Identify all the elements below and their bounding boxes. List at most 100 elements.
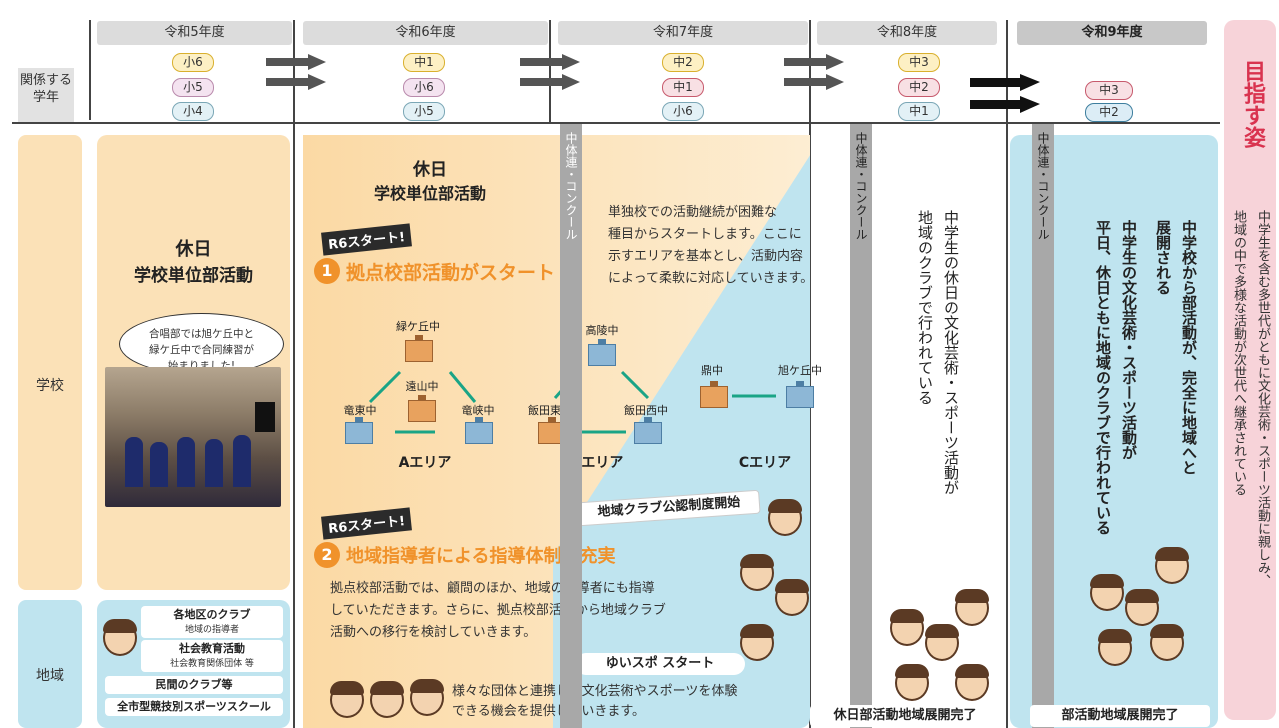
step2-description: 拠点校部活動では、顧問のほか、地域の指導者にも指導 していただきます。さらに、拠… — [330, 581, 666, 640]
person-icon — [1090, 574, 1124, 611]
person-icon — [370, 681, 404, 718]
grade-pill: 中1 — [403, 53, 445, 72]
school-building-icon — [408, 395, 436, 422]
header-row-label: 関係する 学年 — [18, 68, 74, 122]
step2-number: 2 — [314, 542, 340, 568]
grade-pill: 中2 — [662, 53, 704, 72]
side-school-label: 学校 — [36, 378, 64, 394]
chutairen-label: 中体連・コンクール — [564, 132, 578, 240]
person-icon — [955, 589, 989, 626]
school-label: 旭ケ丘中 — [778, 364, 822, 377]
r5-title-line2: 学校単位部活動 — [134, 266, 253, 286]
side-school-panel: 学校 — [18, 135, 82, 590]
person-icon — [775, 579, 809, 616]
person-icon — [740, 554, 774, 591]
r6-title-line1: 休日 — [413, 160, 447, 180]
grade-pill: 中2 — [898, 78, 940, 97]
grade-pill: 中1 — [898, 102, 940, 121]
progress-arrow-icon — [520, 54, 580, 90]
r5-title-line1: 休日 — [175, 239, 212, 260]
chutairen-label: 中体連・コンクール — [854, 132, 868, 240]
step2-title: 地域指導者による指導体制の充実 — [346, 546, 616, 567]
school-label: 竜峡中 — [461, 404, 495, 417]
school-label: 高陵中 — [585, 324, 619, 337]
area-a-label: Aエリア — [398, 455, 452, 471]
person-icon — [103, 619, 137, 656]
grade-pill: 中3 — [1085, 81, 1133, 100]
grade-pill: 小5 — [403, 102, 445, 121]
progress-arrow-icon — [784, 54, 844, 90]
column-divider — [89, 20, 91, 120]
r9-text2: 中学生の文化芸術・スポーツ活動が 平日、休日ともに地域のクラブで行われている — [1094, 220, 1138, 535]
person-icon — [330, 681, 364, 718]
person-icon — [1125, 589, 1159, 626]
column-divider — [809, 20, 811, 728]
column-divider — [293, 20, 295, 728]
region-item-title: 民間のクラブ等 — [105, 676, 283, 694]
school-building-icon — [345, 417, 373, 444]
region-item-title: 全市型競技別スポーツスクール — [105, 698, 283, 716]
area-b-label: Bエリア — [570, 455, 624, 471]
year-r7: 令和7年度 — [558, 21, 808, 45]
grade-pill: 小4 — [172, 102, 214, 121]
person-icon — [895, 664, 929, 701]
year-r6: 令和6年度 — [303, 21, 548, 45]
step1-description: 単独校での活動継続が困難な 種目からスタートします。ここに 示すエリアを基本とし… — [608, 205, 814, 286]
school-building-icon — [588, 339, 616, 366]
grade-pill: 小5 — [172, 78, 214, 97]
grade-pill: 小6 — [403, 78, 445, 97]
r6-title-line2: 学校単位部活動 — [373, 184, 486, 203]
chutairen-bar: 中体連・コンクール — [1032, 124, 1054, 728]
school-building-icon — [405, 335, 433, 362]
school-label: 鼎中 — [701, 364, 723, 377]
grade-pill: 小6 — [662, 102, 704, 121]
progress-arrow-icon — [266, 54, 326, 90]
person-icon — [1150, 624, 1184, 661]
r9-footer: 部活動地域展開完了 — [1030, 705, 1210, 727]
chutairen-bar: 中体連・コンクール — [850, 124, 872, 728]
year-r5: 令和5年度 — [97, 21, 292, 45]
grade-pill: 中2 — [1085, 103, 1133, 122]
year-r8: 令和8年度 — [817, 21, 997, 45]
school-building-icon — [786, 381, 814, 408]
person-icon — [1155, 547, 1189, 584]
speech-bubble: 合唱部では旭ケ丘中と 緑ケ丘中で合同練習が 始まりました! — [119, 313, 284, 375]
school-building-icon — [634, 417, 662, 444]
person-icon — [768, 499, 802, 536]
r8-text: 中学生の休日の文化芸術・スポーツ活動が 地域のクラブで行われている — [916, 210, 960, 495]
grade-pill: 中1 — [662, 78, 704, 97]
yuispo-description: 様々な団体と連携して文化芸術やスポーツを体験 できる機会を提供していきます。 — [452, 684, 738, 719]
year-r9: 令和9年度 — [1017, 21, 1207, 45]
school-label: 飯田西中 — [624, 404, 668, 417]
person-icon — [740, 624, 774, 661]
region-item-title: 各地区のクラブ — [141, 606, 283, 638]
grade-pill: 中3 — [898, 53, 940, 72]
r5-school-panel: 休日 学校単位部活動 合唱部では旭ケ丘中と 緑ケ丘中で合同練習が 始まりました! — [97, 135, 290, 590]
person-icon — [410, 679, 444, 716]
person-icon — [890, 609, 924, 646]
choir-photo — [105, 367, 281, 507]
grade-pill: 小6 — [172, 53, 214, 72]
goal-text: 中学生を含む多世代がともに文化芸術・スポーツ活動に親しみ、 地域の中で多様な活動… — [1231, 210, 1270, 587]
school-building-icon — [700, 381, 728, 408]
side-region-panel: 地域 — [18, 600, 82, 728]
school-label: 遠山中 — [405, 380, 439, 393]
column-divider — [1006, 20, 1008, 728]
side-region-label: 地域 — [36, 668, 64, 684]
r9-text1: 中学校から部活動が、完全に地域へと 展開される — [1154, 220, 1198, 475]
person-icon — [955, 664, 989, 701]
connection-arrows-icon — [368, 370, 776, 434]
chutairen-label: 中体連・コンクール — [1036, 132, 1050, 240]
column-divider — [549, 20, 551, 124]
progress-arrow-icon — [970, 74, 1040, 113]
region-item-title: 社会教育活動 — [141, 640, 283, 672]
person-icon — [1098, 629, 1132, 666]
area-diagram: 緑ケ丘中 遠山中 竜東中 竜峡中 Aエリア 高陵中 飯田東中 飯田西中 Bエリア… — [330, 310, 840, 480]
goal-panel: 目指す姿 中学生を含む多世代がともに文化芸術・スポーツ活動に親しみ、 地域の中で… — [1224, 20, 1276, 720]
r8-footer: 休日部活動地域展開完了 — [810, 705, 1000, 727]
region-item-sub: 地域の指導者 — [184, 625, 239, 635]
area-c-label: Cエリア — [738, 455, 792, 471]
chutairen-bar: 中体連・コンクール — [560, 124, 582, 728]
r5-region-panel: 各地区のクラブ 地域の指導者 社会教育活動 社会教育関係団体 等 民間のクラブ等… — [97, 600, 290, 728]
region-item-sub: 社会教育関係団体 等 — [170, 659, 254, 669]
